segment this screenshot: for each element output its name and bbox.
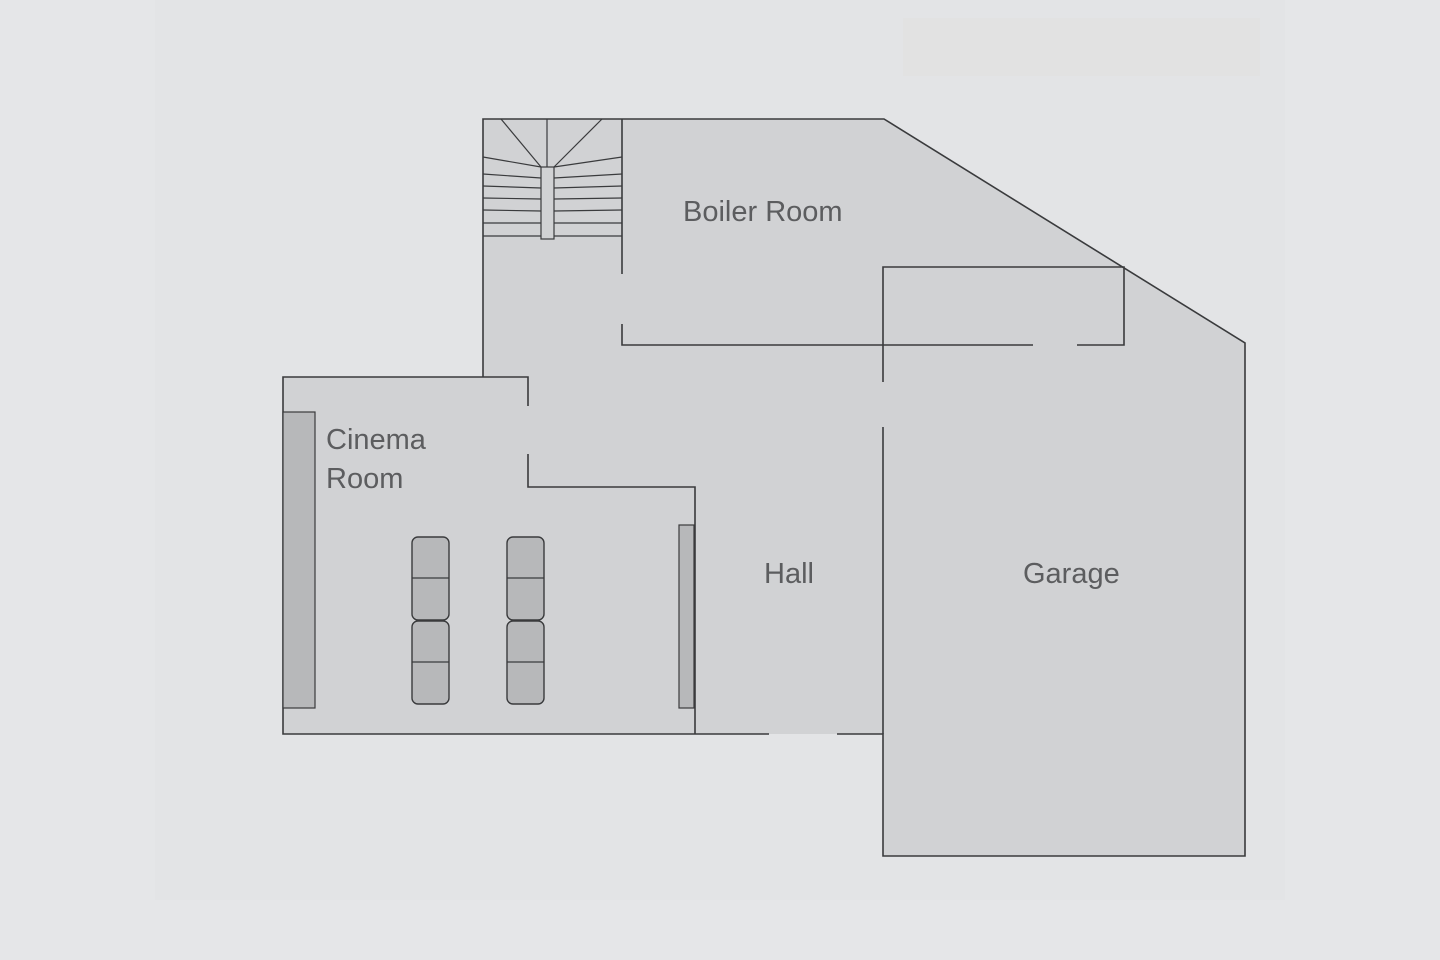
- cinema-screen: [282, 411, 316, 709]
- cinema-seat: [411, 536, 450, 621]
- header-panel: [903, 18, 1260, 76]
- boiler-wall-south: [621, 324, 1033, 346]
- cinema-wall: [527, 454, 696, 734]
- cinema-shelf: [678, 524, 695, 709]
- room-label-cinema-line1: Cinema: [326, 424, 427, 456]
- cinema-seat: [506, 536, 545, 621]
- outer-wall: [482, 118, 1246, 857]
- room-label-cinema-line2: Room: [326, 463, 403, 495]
- room-label-garage: Garage: [1023, 558, 1120, 590]
- cinema-seat: [411, 620, 450, 705]
- outer-wall-west: [282, 376, 769, 735]
- room-label-boiler: Boiler Room: [683, 196, 843, 228]
- staircase: [482, 118, 623, 240]
- cinema-seat: [506, 620, 545, 705]
- room-label-hall: Hall: [764, 558, 814, 590]
- garage-store-wall: [882, 266, 1125, 382]
